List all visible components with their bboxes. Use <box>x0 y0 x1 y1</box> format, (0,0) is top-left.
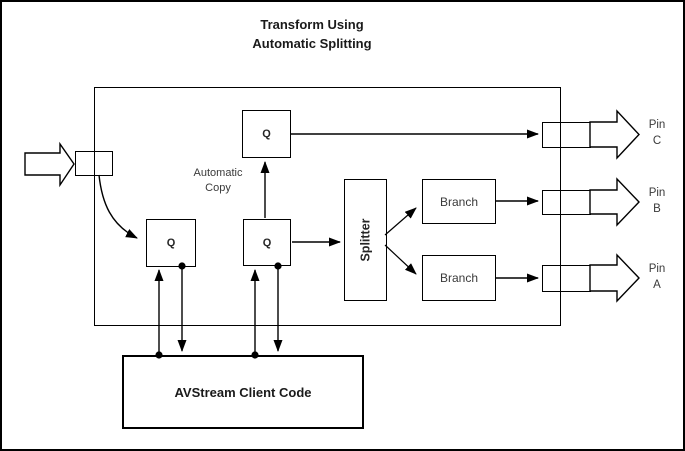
pin-c-frame-queue-rect <box>542 122 591 148</box>
pin-b-letter: B <box>653 203 661 215</box>
pin-a-frame-queue-rect <box>542 265 591 292</box>
avstream-client-code-box: AVStream Client Code <box>122 355 364 429</box>
queue-box-top-label: Q <box>262 128 271 140</box>
pin-b-label: Pin B <box>638 185 676 217</box>
splitter-box: Splitter <box>344 179 387 301</box>
pin-a-word: Pin <box>648 263 666 275</box>
diagram-title-line1: Transform Using <box>260 17 364 32</box>
avstream-client-code-label: AVStream Client Code <box>174 384 312 400</box>
branch-box-top: Branch <box>422 179 496 224</box>
pin-c-word: Pin <box>648 119 666 131</box>
queue-box-top: Q <box>242 110 291 158</box>
pin-a-label: Pin A <box>638 261 676 293</box>
branch-bottom-label: Branch <box>439 271 479 285</box>
pin-b-frame-queue-rect <box>542 190 591 215</box>
automatic-copy-annotation: Automatic Copy <box>185 166 251 196</box>
pin-c-label: Pin C <box>638 117 676 149</box>
input-stream-arrow-icon <box>24 141 75 188</box>
pin-c-output-arrow-icon <box>589 109 640 160</box>
queue-box-center: Q <box>243 219 291 266</box>
queue-box-left-label: Q <box>166 237 176 249</box>
branch-box-bottom: Branch <box>422 255 496 301</box>
pin-b-output-arrow-icon <box>589 177 640 227</box>
pin-a-letter: A <box>653 279 661 291</box>
queue-box-left: Q <box>146 219 196 267</box>
automatic-copy-line1: Automatic <box>193 167 243 179</box>
splitter-label: Splitter <box>358 218 373 262</box>
input-pin-rect <box>75 151 113 176</box>
branch-top-label: Branch <box>439 194 479 209</box>
pin-c-letter: C <box>652 135 662 147</box>
automatic-copy-line2: Copy <box>205 182 231 194</box>
queue-box-center-label: Q <box>262 236 272 249</box>
filter-boundary-box <box>94 87 561 326</box>
pin-b-word: Pin <box>648 187 666 199</box>
diagram-title-line2: Automatic Splitting <box>252 36 372 51</box>
diagram-title: Transform Using Automatic Splitting <box>162 15 462 53</box>
pin-a-output-arrow-icon <box>589 253 640 303</box>
